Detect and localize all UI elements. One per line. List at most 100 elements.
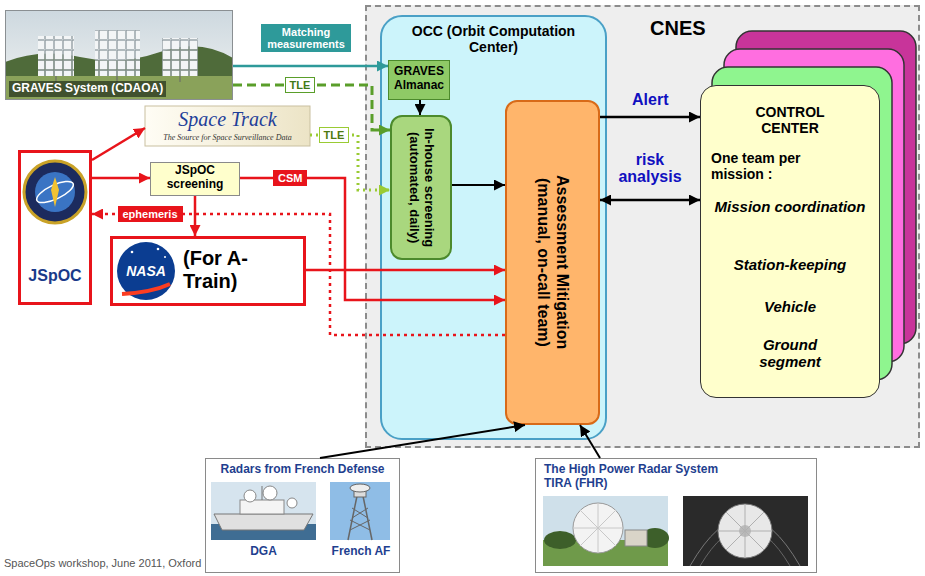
process-box: In-house screening (automated, daily) bbox=[390, 115, 452, 260]
edge-label: Alert bbox=[630, 91, 670, 109]
agency-emblem bbox=[51, 177, 59, 207]
agency-logo bbox=[157, 248, 160, 251]
connector-arrow bbox=[92, 128, 145, 160]
node-text: Mission coordination bbox=[705, 198, 875, 215]
text-slot: CNES bbox=[650, 17, 740, 40]
text-slot: DGA bbox=[211, 545, 316, 559]
text-slot: Vehicle bbox=[705, 298, 875, 315]
node-text: Assessment Mitigation (manual, on-call t… bbox=[534, 163, 571, 363]
text-slot: GRAVES Almanac bbox=[391, 65, 447, 93]
antenna-photo bbox=[95, 30, 140, 76]
tower-photo bbox=[350, 484, 370, 492]
node-text: Station-keeping bbox=[705, 256, 875, 273]
text-slot: NASA bbox=[117, 263, 175, 279]
dome-photo bbox=[543, 496, 668, 566]
ship-photo bbox=[211, 482, 316, 540]
ship-photo bbox=[214, 514, 313, 530]
ship-photo bbox=[240, 500, 284, 514]
region-box: CNES OCC (Orbit Computation Center) GRAVES… bbox=[365, 5, 920, 448]
node-text: JSpOC bbox=[21, 267, 89, 285]
text-slot: Assessment Mitigation (manual, on-call t… bbox=[534, 163, 571, 363]
node-text: Vehicle bbox=[705, 298, 875, 315]
photo-panel: The High Power Radar System TIRA (FHR) bbox=[535, 458, 817, 573]
connector-arrow bbox=[92, 214, 505, 335]
logo-ground bbox=[145, 106, 310, 146]
dome-photo bbox=[573, 503, 623, 553]
ship-photo bbox=[211, 482, 316, 540]
connector-arrow bbox=[92, 177, 150, 180]
node-text: French AF bbox=[326, 545, 396, 559]
node-text: CNES bbox=[650, 17, 740, 40]
agency-box: JSpOC bbox=[18, 150, 92, 305]
connector-group bbox=[92, 66, 700, 458]
region-ground bbox=[365, 5, 920, 448]
text-slot: The High Power Radar System TIRA (FHR) bbox=[544, 463, 729, 491]
node-text: (For A-Train) bbox=[183, 247, 295, 293]
text-slot: Station-keeping bbox=[705, 256, 875, 273]
text-slot: JSpOC screening bbox=[153, 164, 237, 192]
ship-photo bbox=[262, 486, 263, 500]
node-text: GRAVES Almanac bbox=[391, 65, 447, 93]
dish-photo bbox=[683, 496, 808, 566]
text-slot: Space Track bbox=[145, 108, 310, 131]
logo-box: Space TrackThe Source for Space Surveill… bbox=[145, 106, 310, 146]
center-box: OCC (Orbit Computation Center) GRAVES Alm… bbox=[380, 15, 607, 440]
node-text: One team per mission : bbox=[711, 150, 836, 182]
text-slot: CONTROL CENTER bbox=[739, 104, 841, 136]
edge-label: TLE bbox=[319, 127, 350, 143]
agency-emblem bbox=[24, 161, 86, 223]
antenna-photo bbox=[180, 76, 181, 82]
tower-photo bbox=[330, 482, 390, 540]
tower-photo bbox=[352, 508, 368, 518]
dish-photo bbox=[718, 504, 772, 558]
text-slot: (For A-Train) bbox=[183, 247, 295, 293]
text-slot: One team per mission : bbox=[711, 150, 836, 182]
node-text: JSpOC screening bbox=[153, 164, 237, 192]
ship-photo bbox=[263, 486, 277, 500]
control-card: CONTROL CENTER One team per mission : Miss… bbox=[700, 85, 880, 398]
connector-arrow bbox=[600, 199, 700, 202]
text-slot: The Source for Space Surveillance Data bbox=[145, 133, 310, 142]
antenna-photo bbox=[38, 36, 74, 76]
text-slot: OCC (Orbit Computation Center) bbox=[390, 23, 597, 55]
node-text: In-house screening (automated, daily) bbox=[406, 123, 436, 252]
node-text: Radars from French Defense bbox=[206, 463, 399, 477]
agency-logo bbox=[131, 251, 134, 254]
agency-emblem bbox=[34, 177, 76, 207]
edge-label: CSM bbox=[273, 170, 307, 186]
agency-logo bbox=[122, 284, 170, 294]
text-slot: JSpOC bbox=[21, 267, 89, 285]
agency-logo bbox=[117, 242, 175, 300]
node-text: The Source for Space Surveillance Data bbox=[145, 133, 310, 142]
edge-label: TLE bbox=[285, 77, 316, 93]
connector-arrow bbox=[320, 425, 525, 458]
ship-photo bbox=[244, 490, 256, 502]
process-box: GRAVES Almanac bbox=[388, 60, 450, 100]
node-text: OCC (Orbit Computation Center) bbox=[390, 23, 597, 55]
photo-box: GRAVES System (CDAOA) bbox=[5, 10, 233, 100]
tower-photo bbox=[330, 482, 390, 540]
dome-photo bbox=[544, 531, 576, 549]
dome-photo bbox=[625, 530, 647, 546]
photo-panel: Radars from French DefenseDGA French AF bbox=[205, 458, 400, 573]
footer-note: SpaceOps workshop, June 2011, Oxford bbox=[4, 557, 201, 569]
connector-arrow bbox=[452, 184, 505, 186]
node-text: Space Track bbox=[145, 108, 310, 131]
dome-photo bbox=[573, 503, 623, 553]
dome-photo bbox=[543, 496, 669, 566]
tower-photo bbox=[350, 520, 370, 530]
node-text: Ground segment bbox=[739, 336, 841, 371]
node-text: CONTROL CENTER bbox=[739, 104, 841, 136]
agency-logo bbox=[117, 242, 175, 300]
connector-arrow bbox=[419, 100, 421, 115]
ship-photo bbox=[287, 498, 297, 508]
tower-photo bbox=[352, 508, 368, 518]
antenna-photo bbox=[5, 10, 233, 100]
text-slot: French AF bbox=[326, 545, 396, 559]
dish-photo bbox=[718, 504, 772, 558]
node-text: The High Power Radar System TIRA (FHR) bbox=[544, 463, 729, 491]
connector-arrow bbox=[306, 269, 505, 272]
antenna-photo bbox=[5, 10, 233, 100]
